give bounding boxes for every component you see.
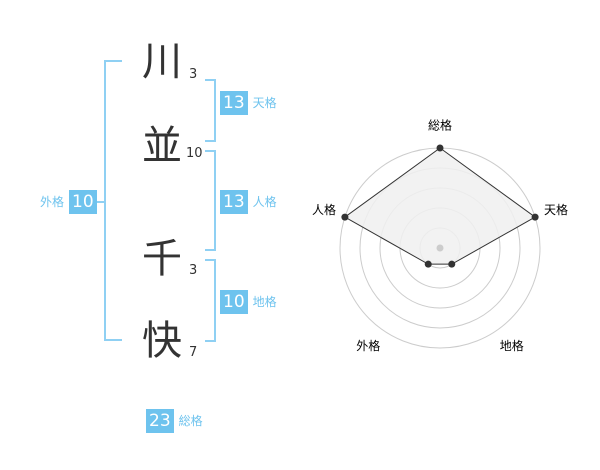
gaikaku-label: 外格	[40, 195, 65, 209]
jinkaku-result: 13 人格	[220, 190, 277, 214]
radar-axis-label-5: 人格	[312, 202, 336, 217]
chikaku-value-badge: 10	[220, 290, 248, 314]
radar-point-2	[531, 213, 539, 221]
radar-axis-label-4: 外格	[356, 338, 380, 353]
gaikaku-bracket-tick	[96, 201, 106, 203]
radar-point-1	[436, 144, 444, 152]
radar-point-5	[341, 213, 349, 221]
radar-center-dot	[436, 244, 444, 252]
radar-area	[343, 147, 537, 265]
jinkaku-value-badge: 13	[220, 190, 248, 214]
chikaku-result: 10 地格	[220, 290, 277, 314]
stroke-count-2: 10	[186, 146, 203, 161]
soukaku-label: 総格	[178, 414, 203, 428]
gaikaku-value-badge: 10	[69, 190, 97, 214]
chikaku-bracket	[205, 259, 216, 342]
jinkaku-bracket	[205, 150, 216, 251]
soukaku-result: 23 総格	[146, 409, 203, 433]
tenkaku-label: 天格	[252, 96, 277, 110]
name-char-3: 千	[142, 236, 182, 282]
radar-point-4	[424, 260, 432, 268]
stroke-count-1: 3	[189, 67, 198, 82]
tenkaku-result: 13 天格	[220, 91, 277, 115]
radar-axis-label-1: 総格	[428, 118, 452, 133]
radar-axis-label-2: 天格	[544, 202, 568, 217]
stroke-count-4: 7	[189, 345, 198, 360]
soukaku-value-badge: 23	[146, 409, 174, 433]
chikaku-label: 地格	[252, 295, 277, 309]
gaikaku-bracket	[104, 60, 122, 341]
gaikaku-result: 外格 10	[40, 190, 97, 214]
name-char-2: 並	[142, 123, 182, 169]
tenkaku-value-badge: 13	[220, 91, 248, 115]
name-char-4: 快	[142, 318, 182, 364]
radar-axis-label-3: 地格	[500, 338, 524, 353]
jinkaku-label: 人格	[252, 195, 277, 209]
name-char-1: 川	[142, 39, 182, 85]
tenkaku-bracket	[205, 79, 216, 142]
stroke-count-3: 3	[189, 263, 198, 278]
radar-point-3	[448, 260, 456, 268]
